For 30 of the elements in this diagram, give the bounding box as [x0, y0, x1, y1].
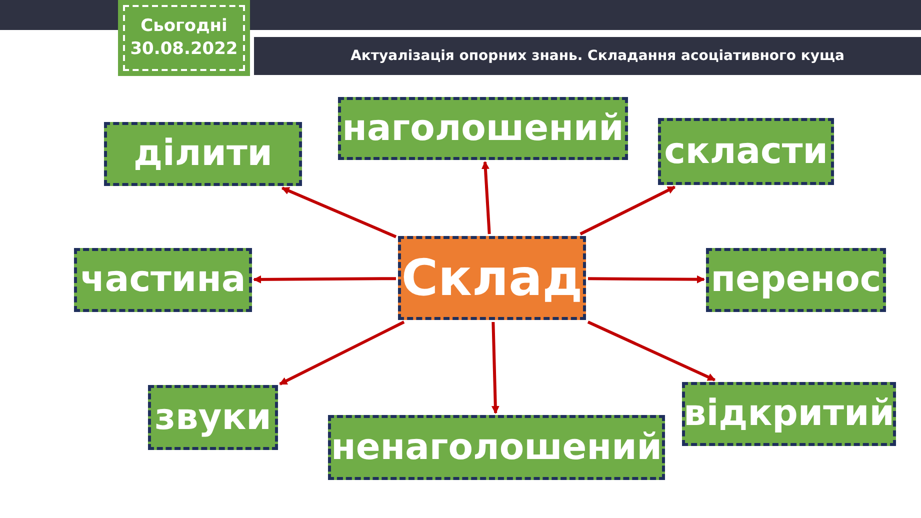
word-label: звуки — [154, 400, 272, 436]
word-box — [338, 97, 628, 160]
word-box — [74, 248, 252, 312]
day-label: Сьогодні — [140, 18, 228, 35]
word-box — [706, 248, 886, 312]
word-label: перенос — [710, 262, 882, 298]
arrow — [279, 320, 405, 386]
word-label: ділити — [133, 136, 273, 172]
arrow — [588, 275, 705, 284]
word-box — [658, 118, 834, 185]
date-box — [118, 0, 250, 76]
word-label: скласти — [664, 134, 828, 170]
arrow — [253, 275, 396, 284]
word-box — [104, 122, 302, 186]
arrow — [481, 161, 491, 234]
word-label: ненаголошений — [330, 430, 662, 466]
center-word: Склад — [401, 253, 583, 303]
word-box — [682, 382, 896, 446]
center-concept-box — [398, 236, 586, 320]
arrow — [491, 322, 500, 414]
word-label: відкритий — [684, 396, 894, 432]
arrow — [580, 186, 676, 236]
word-label: наголошений — [342, 110, 624, 146]
word-box — [328, 415, 665, 480]
word-label: частина — [80, 262, 246, 298]
arrow — [281, 186, 397, 238]
title-bar: Актуалізація опорних знань. Складання асоціативного куща — [254, 37, 921, 75]
arrow — [587, 320, 716, 382]
word-box — [148, 385, 278, 450]
date-text: 30.08.2022 — [130, 41, 238, 58]
